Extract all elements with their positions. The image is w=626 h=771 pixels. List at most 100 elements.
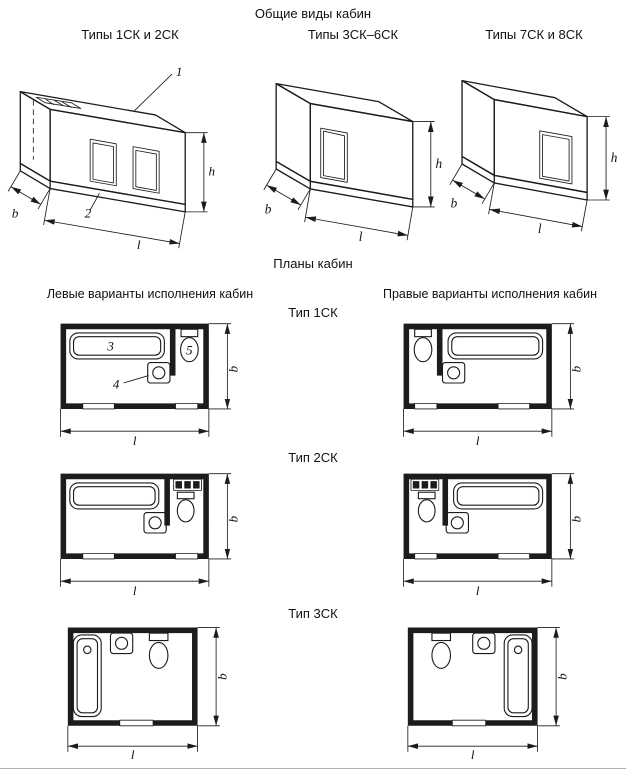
toilet — [176, 491, 195, 523]
l-label: l — [137, 237, 141, 252]
h-extension-lines — [412, 121, 435, 208]
washbasin-body — [441, 362, 466, 384]
plan-3sk-left: b l — [67, 627, 229, 762]
b-label: b — [12, 205, 19, 220]
toilet-bowl — [180, 337, 199, 363]
b-extension-lines — [263, 168, 311, 211]
dimension-l: l — [488, 182, 588, 236]
vent-grille — [35, 96, 82, 109]
washbasin-bowl — [148, 516, 162, 530]
cabin-left-face — [19, 91, 51, 182]
b-label: b — [554, 673, 569, 680]
bathtub-outer — [447, 332, 544, 360]
dimension-b: b — [197, 627, 229, 727]
cabin-body — [19, 91, 186, 213]
iso-title-1sk-2sk: Типы 1СК и 2СК — [81, 27, 179, 42]
bathtub-inner — [451, 336, 540, 356]
b-label: b — [569, 365, 584, 372]
callout-2-number: 2 — [85, 205, 92, 220]
vent-block-cells — [175, 481, 200, 489]
bathtub-outer — [503, 634, 533, 718]
cabin-top-face — [461, 79, 588, 118]
dimension-h: h — [587, 116, 618, 201]
iso-view-types-7sk-8sk: h l b — [449, 79, 618, 236]
b-label: b — [214, 673, 229, 680]
cabin-left-face — [461, 79, 495, 177]
washbasin — [143, 512, 167, 534]
vent-block-cells — [412, 481, 437, 489]
row-label-type-2sk: Тип 2СК — [288, 450, 338, 465]
door-opening — [539, 130, 573, 185]
callout-1-leader — [133, 73, 173, 112]
page-title: Общие виды кабин — [254, 6, 372, 21]
toilet-bowl — [431, 641, 452, 669]
vent-block — [410, 478, 440, 491]
cabin-base — [461, 155, 588, 201]
door-opening — [320, 127, 348, 183]
washbasin — [441, 362, 466, 384]
cabin-left-face — [275, 82, 311, 182]
vent-block-outline — [173, 478, 202, 491]
toilet — [417, 491, 436, 523]
toilet — [148, 632, 169, 669]
dimension-l: l — [403, 408, 553, 448]
washbasin-bowl — [152, 366, 166, 380]
iso-title-7sk-8sk: Типы 7СК и 8СК — [485, 27, 583, 42]
walls — [60, 323, 209, 409]
callout-1-number: 1 — [176, 64, 183, 79]
vent-grille-outline — [35, 96, 82, 109]
washbasin-bowl — [477, 636, 491, 650]
l-label: l — [476, 433, 480, 448]
door-openings — [414, 402, 531, 410]
callout-4-number: 4 — [113, 377, 120, 392]
plan-2sk-left: b l — [60, 473, 241, 598]
washbasin — [445, 512, 469, 534]
vent-block — [173, 478, 202, 491]
washbasin-bowl — [447, 366, 461, 380]
l-dimension-line — [305, 216, 409, 237]
dimension-l: l — [60, 408, 210, 448]
l-dimension-line — [44, 219, 180, 245]
l-dimension-line — [489, 208, 583, 228]
b-dimension-line — [10, 186, 42, 205]
toilet — [413, 328, 433, 363]
bathtub-inner — [76, 638, 99, 714]
b-dimension-line — [452, 179, 486, 200]
b-extension-lines — [449, 163, 495, 205]
walls — [403, 323, 552, 409]
bathtub-inner — [72, 336, 162, 356]
callout-4: 4 — [113, 375, 149, 392]
dimension-h: h — [412, 121, 443, 208]
toilet-bowl — [413, 337, 433, 363]
l-label: l — [471, 747, 475, 762]
toilet-tank — [417, 491, 436, 500]
toilet-tank — [180, 328, 199, 338]
plans-title: Планы кабин — [273, 256, 353, 271]
bathtub-inner — [456, 486, 540, 506]
dimension-b: b — [7, 170, 51, 220]
b-label: b — [226, 365, 241, 372]
toilet-tank — [414, 328, 432, 338]
toilet-bowl — [417, 499, 436, 523]
washbasin-bowl — [115, 636, 129, 650]
toilet — [180, 328, 199, 363]
bathtub — [69, 482, 160, 510]
callout-1: 1 — [133, 64, 183, 112]
washbasin-body — [445, 512, 469, 534]
h-label: h — [209, 164, 216, 179]
b-extension-lines — [7, 170, 51, 210]
dimension-l: l — [67, 725, 198, 762]
b-label: b — [226, 515, 241, 522]
callout-2: 2 — [85, 193, 100, 220]
vent-grille-dividers — [45, 98, 72, 108]
bathtub — [447, 332, 544, 360]
door-openings — [414, 552, 531, 560]
b-dimension-line — [266, 184, 302, 206]
dimension-b: b — [449, 163, 495, 211]
dimension-l: l — [304, 188, 414, 244]
cabin-top-face — [19, 91, 186, 134]
row-label-type-3sk: Тип 3СК — [288, 606, 338, 621]
washbasin-body — [472, 632, 496, 655]
dimension-b: b — [551, 323, 584, 410]
vent-block-outline — [410, 478, 440, 491]
